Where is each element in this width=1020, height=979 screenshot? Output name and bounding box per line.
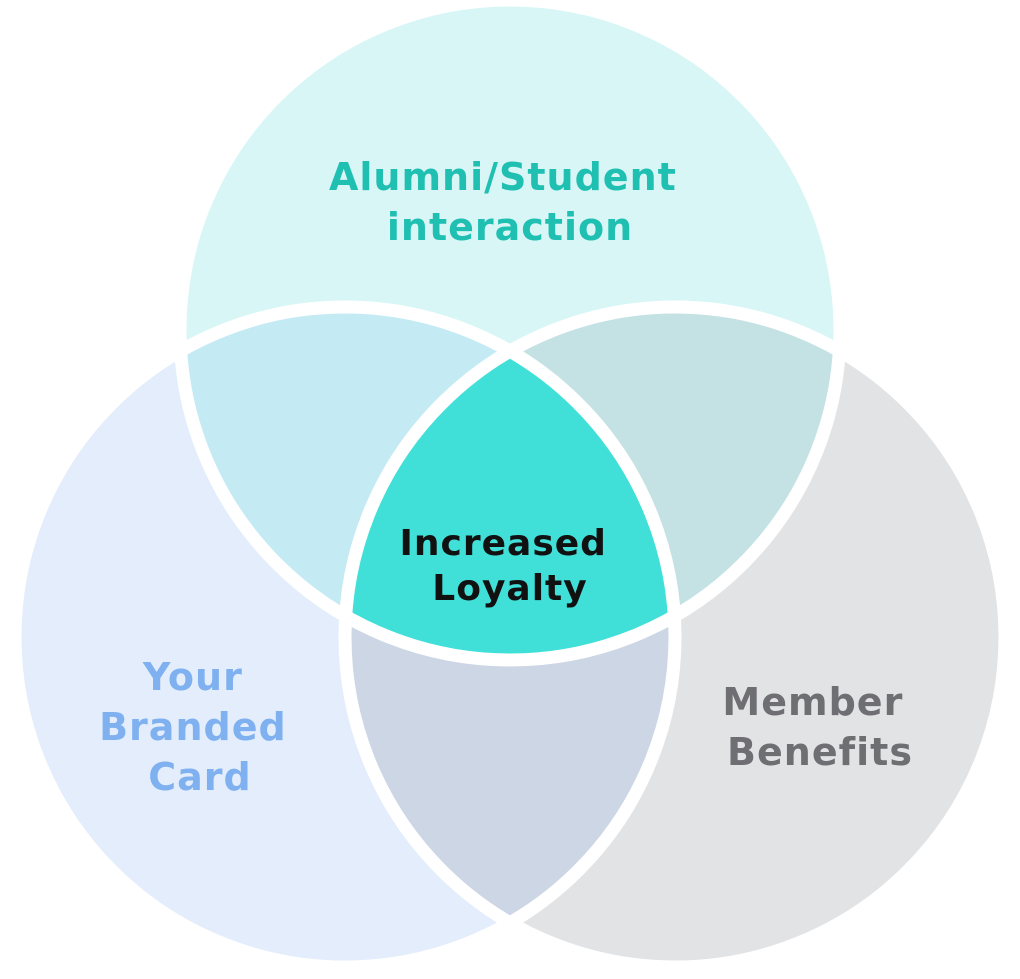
label-top-line-1: Alumni/Student	[329, 155, 677, 199]
outline-right	[338, 300, 1012, 974]
circle-outlines	[8, 0, 1012, 974]
label-center-line-1: Increased	[400, 523, 607, 564]
label-top-line-2: interaction	[387, 205, 633, 249]
label-left-line-1: Your	[142, 655, 243, 699]
overlap-center	[345, 307, 675, 660]
outline-top	[173, 0, 847, 667]
label-right-line-1: Member	[722, 680, 903, 724]
label-top: Alumni/Student interaction	[329, 155, 691, 249]
label-left-line-3: Card	[148, 755, 251, 799]
label-center: Increased Loyalty	[400, 523, 621, 609]
outline-left	[8, 300, 682, 974]
label-left-line-2: Branded	[99, 705, 287, 749]
label-right-line-2: Benefits	[727, 730, 913, 774]
label-right: Member Benefits	[722, 680, 917, 774]
label-left: Your Branded Card	[99, 655, 301, 799]
label-center-line-2: Loyalty	[432, 568, 587, 609]
